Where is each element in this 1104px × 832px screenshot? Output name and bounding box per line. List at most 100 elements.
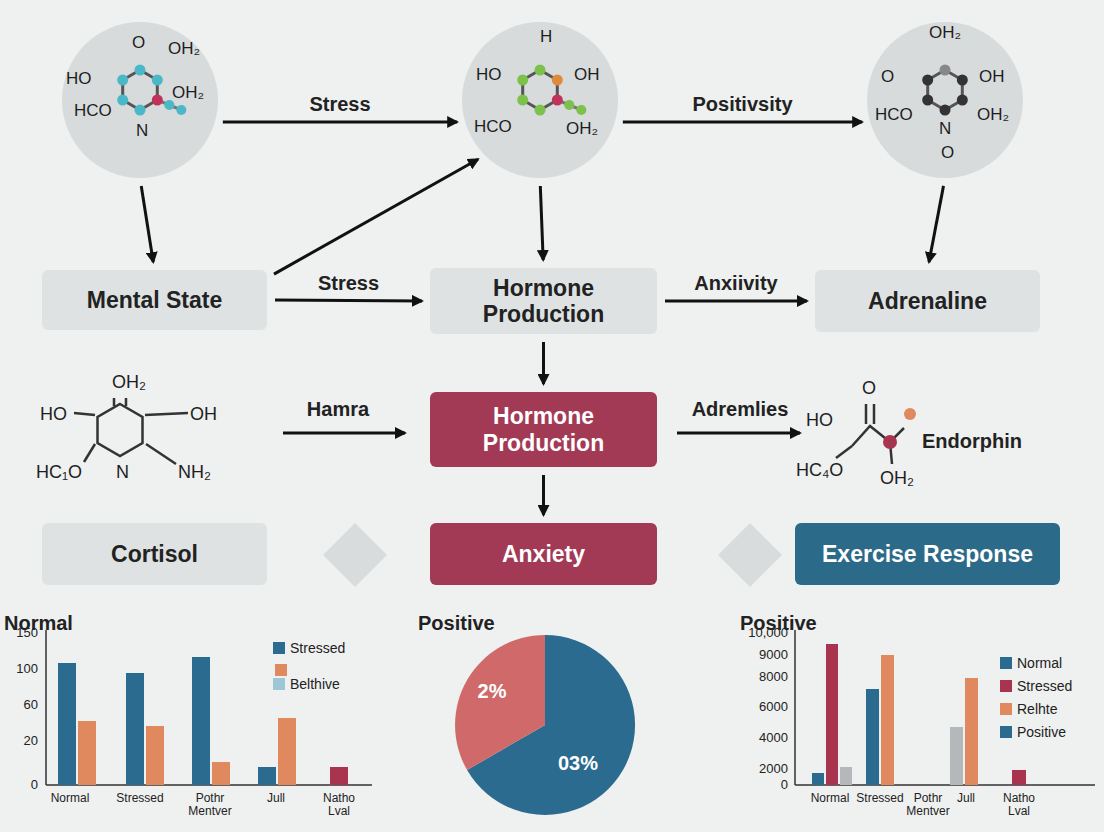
connector-arrow [275,299,422,303]
atom-label: N [136,122,148,141]
axis-tick: 8000 [759,669,788,684]
axis-category: Normal [45,792,95,805]
connector-arrow [623,121,862,124]
legend-item: Belthive [273,676,340,692]
atom-ball [552,75,563,86]
atom-ball [922,95,933,106]
axis-tick: 6000 [759,699,788,714]
text-label: NH₂ [178,462,211,483]
legend-item: Stressed [273,640,345,656]
box-label: Adrenaline [868,288,987,314]
axis-tick: 100 [16,661,38,676]
axis-tick: 150 [16,625,38,640]
connector-arrow [665,300,807,303]
atom-ball [564,100,574,110]
chart-title: Positive [418,612,495,635]
atom-label: HCO [474,118,512,137]
atom-label: HCO [74,102,112,121]
legend-swatch [1000,657,1012,669]
free-molecule [836,404,916,464]
bar-chart-left [46,630,372,785]
atom-label: OH [574,66,600,85]
text-label: HC₁O [36,462,82,483]
atom-label: HO [66,70,92,89]
axis-tick: 4000 [759,730,788,745]
text-label: N [116,462,129,483]
box-label: Mental State [87,287,222,313]
ring-bond [523,70,558,110]
box-label: Hormone Production [442,403,645,456]
decor-diamond [323,523,782,587]
atom-ball [957,95,968,106]
atom-ball [117,75,128,86]
circle-shape [867,22,1023,178]
pie-value: 2% [478,680,507,703]
legend-swatch [1000,703,1012,715]
text-label: Endorphin [922,430,1022,453]
process-box: Exercise Response [795,523,1060,585]
legend-text: Normal [1017,655,1062,671]
axis-category: Jull [941,792,991,805]
atom-label: O [881,68,894,87]
legend-item: Stressed [1000,678,1072,694]
axis-tick: 10,000 [748,625,788,640]
edge-label: Anxiivity [691,272,780,295]
legend-text: Stressed [290,640,345,656]
atom-label: N [939,120,951,139]
bar-chart-right [795,630,1095,785]
atom-ball [135,65,146,76]
atom-ball [922,75,933,86]
atom-ball [535,65,546,76]
process-box: Hormone Production [430,392,657,467]
atom-ball [152,75,163,86]
connector-arrow [542,475,545,515]
text-label: HC₄O [796,460,843,481]
process-box: Hormone Production [430,268,657,334]
axis-category: Jull [251,792,301,805]
edge-label: Stress [306,93,373,116]
axis-category: Pothr Mentver [185,792,235,818]
chart-title: Normal [4,612,73,635]
process-box: Cortisol [42,523,267,585]
atom-label: OH [979,68,1005,87]
ring-bond [928,70,963,110]
pie-chart [455,635,635,815]
text-label: HO [40,404,67,425]
connector-arrow [274,159,478,274]
legend-swatch [273,642,285,654]
process-box: Mental State [42,270,267,330]
atom-label: OH₂ [566,120,598,139]
legend-swatch [1000,726,1012,738]
atom-label: OH₂ [929,24,961,43]
atom-ball [576,105,586,115]
atom-ball [535,105,546,116]
legend-swatch [1000,680,1012,692]
molecule-circle: HHOOHHCOOH₂ [462,22,618,178]
atom-ball [552,95,563,106]
text-label: OH₂ [880,468,914,489]
text-label: O [862,378,876,399]
ring-bond [123,70,158,110]
atom-label: O [941,144,954,163]
atom-label: OH₂ [977,106,1009,125]
axis-tick: 9000 [759,647,788,662]
molecule-circle: OOH₂HOOH₂HCON [62,22,218,178]
circle-shape [62,22,218,178]
box-label: Anxiety [502,541,585,567]
atom-label: HO [476,66,502,85]
axis-tick: 0 [31,777,38,792]
atom-ball [957,75,968,86]
atom-ball [152,95,163,106]
atom-ball [940,65,951,76]
legend-swatch [273,678,285,690]
atom-ball [176,105,186,115]
molecule-circle: OH₂OOHHCONOH₂O [867,22,1023,178]
axis-tick: 0 [781,777,788,792]
connector-arrow [542,342,545,384]
process-box: Adrenaline [815,270,1040,332]
pie-value: 03% [558,752,598,775]
atom-ball [940,105,951,116]
box-label: Hormone Production [442,275,645,328]
edge-label: Positivsity [689,93,795,116]
free-molecule [74,398,188,464]
